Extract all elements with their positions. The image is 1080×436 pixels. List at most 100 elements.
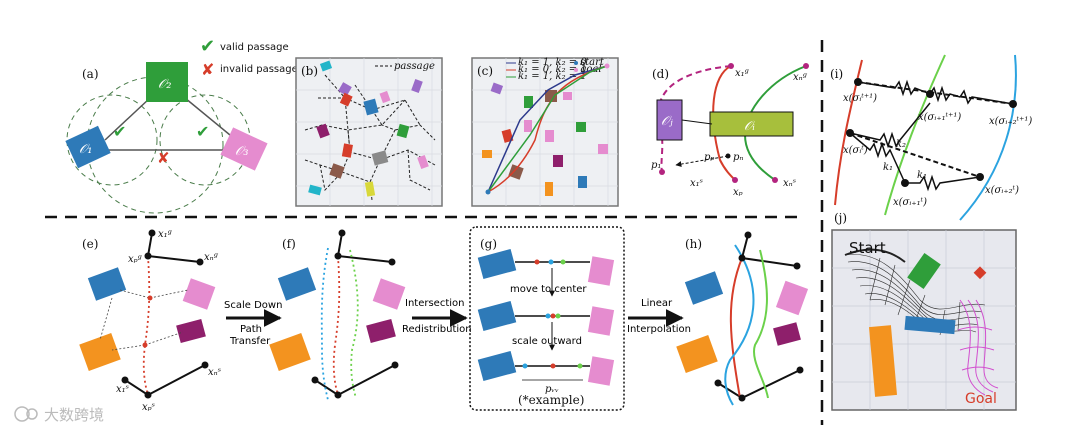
obstacle-oi-label: 𝒪ᵢ [744,119,756,134]
panel-i-label: (i) [830,67,843,81]
obstacles [308,60,429,197]
cross-icon: ✘ [157,149,170,167]
node [854,78,862,86]
svg-text:Scale Down: Scale Down [224,300,282,311]
obstacle [87,267,127,301]
svg-text:xₙˢ: xₙˢ [208,367,221,378]
trajectory-mesh [844,254,986,336]
start-curve [844,248,906,263]
path-k2 [487,65,608,193]
svg-text:x₁ˢ: x₁ˢ [116,384,129,395]
goal-label: Goal [965,391,997,407]
start-segment [124,364,206,397]
check-icon: ✔ [196,122,209,141]
svg-text:Path: Path [240,324,262,335]
goal-point [604,63,610,69]
b1-label: x(σᵢᵗ) [843,145,868,156]
constraint-line [849,132,981,178]
svg-text:Redistribution: Redistribution [402,324,472,335]
connections [99,289,189,351]
spring [857,79,1014,105]
obstacle-green [907,252,941,290]
pp-label: pₚ [704,152,714,163]
svg-text:Transfer: Transfer [229,336,271,347]
b3-label: x(σᵢ₊₂ᵗ) [985,185,1019,196]
watermark-text: 大数跨境 [44,406,104,424]
obstacle [79,333,121,371]
xns-label: xₙˢ [783,178,796,189]
panel-a-label: (a) [82,67,99,81]
arrow-scale-down: Scale Down Path Transfer [224,300,282,347]
obstacle-o3-label: 𝒪₃ [235,144,248,159]
cross-icon: ✘ [201,60,214,79]
obstacle-oj-label: 𝒪ⱼ [661,114,673,129]
obstacle [182,278,216,310]
svg-text:start: start [580,57,605,68]
legend-c: k₁ = 1, k₂ = 0 k₁ = 0, k₂ = 1 k₁ = 1, k₂… [506,57,605,82]
point [728,63,734,69]
obstacle-o2-label: 𝒪₂ [158,77,171,92]
panel-j: (j) Start Goal [831,211,1017,411]
node [976,173,984,181]
link-line [681,119,713,125]
svg-text:k₁ = 1, k₂ = 1: k₁ = 1, k₂ = 1 [518,71,587,82]
path-k1 [487,65,608,193]
start-point [485,189,491,195]
path-p [712,65,736,181]
panel-d: (d) 𝒪ⱼ 𝒪ᵢ x₁ᵍ xₙᵍ pₚ pₙ p₁ x₁ˢ xₚ xₙˢ [651,63,809,198]
svg-text:Interpolation: Interpolation [627,324,691,335]
panel-c: (c) k₁ = 1, k₂ = 0 k₁ = 0, k₂ = 1 k₁ = 1… [471,57,619,207]
svg-text:k₁ = 1, k₂ = 0: k₁ = 1, k₂ = 0 [518,57,587,68]
obstacle-blue [904,315,956,335]
svg-text:x₁ᵍ: x₁ᵍ [158,229,173,240]
t3-label: x(σᵢ₊₂ᵗ⁺¹) [989,116,1032,127]
trajectory-green [884,54,946,216]
svg-text:(*example): (*example) [518,393,584,407]
panel-b: (b) passage [295,57,443,207]
projection-arrow [675,155,729,168]
xp-label: xₚ [733,187,743,198]
panel-g-frame [469,226,625,411]
node [901,179,909,187]
t2-label: x(σᵢ₊₁ᵗ⁺¹) [918,112,961,123]
panel-h-label: (h) [685,237,702,251]
panel-g: (g) move to center scale outward pᵥᵥ (*e… [469,226,625,411]
legend-invalid: invalid passage [220,64,298,75]
arrow-linear: Linear Interpolation [627,298,691,335]
obstacle-o1 [65,125,111,169]
svg-text:pᵥᵥ: pᵥᵥ [545,384,559,395]
arrow-intersection: Intersection Redistribution [402,298,472,335]
svg-text:scale outward: scale outward [512,336,582,347]
svg-text:k₁ = 0, k₂ = 1: k₁ = 0, k₂ = 1 [518,64,587,75]
panel-h: (h) [676,231,809,406]
legend-passage: passage [394,61,435,72]
point [659,169,665,175]
goal-mesh [957,299,999,396]
panel-a: (a) 𝒪₂ 𝒪₁ 𝒪₃ ✔ ✔ ✘ ✔ valid passage ✘ inv… [65,36,298,214]
k1-label: k₁ [917,170,927,181]
node [1009,100,1017,108]
panel-f: (f) [269,229,406,401]
t1-label: x(σᵢᵗ⁺¹) [843,93,877,104]
check-icon: ✔ [200,36,215,57]
node [846,129,854,137]
obstacle-oj [656,99,683,141]
panel-c-label: (c) [477,64,493,78]
start-label: Start [849,239,886,257]
svg-text:Linear: Linear [641,298,673,309]
obstacle-orange [868,325,898,397]
svg-text:xₙᵍ: xₙᵍ [204,252,219,263]
svg-text:Intersection: Intersection [405,298,465,309]
svg-text:move to center: move to center [510,284,587,295]
trajectory-red [834,59,863,206]
pn-label: pₙ [733,152,743,163]
watermark-logo-icon [14,406,30,422]
spring-k2 [849,102,931,149]
obstacle-o3 [220,127,268,171]
panel-b-label: (b) [301,64,318,78]
spring-k1 [905,174,981,192]
panel-e: (e) x₁ᵍ xₚᵍ xₙᵍ x₁ˢ xₚˢ xₙˢ [79,229,221,413]
svg-text:goal: goal [580,64,602,75]
legend-valid: valid passage [220,42,289,53]
